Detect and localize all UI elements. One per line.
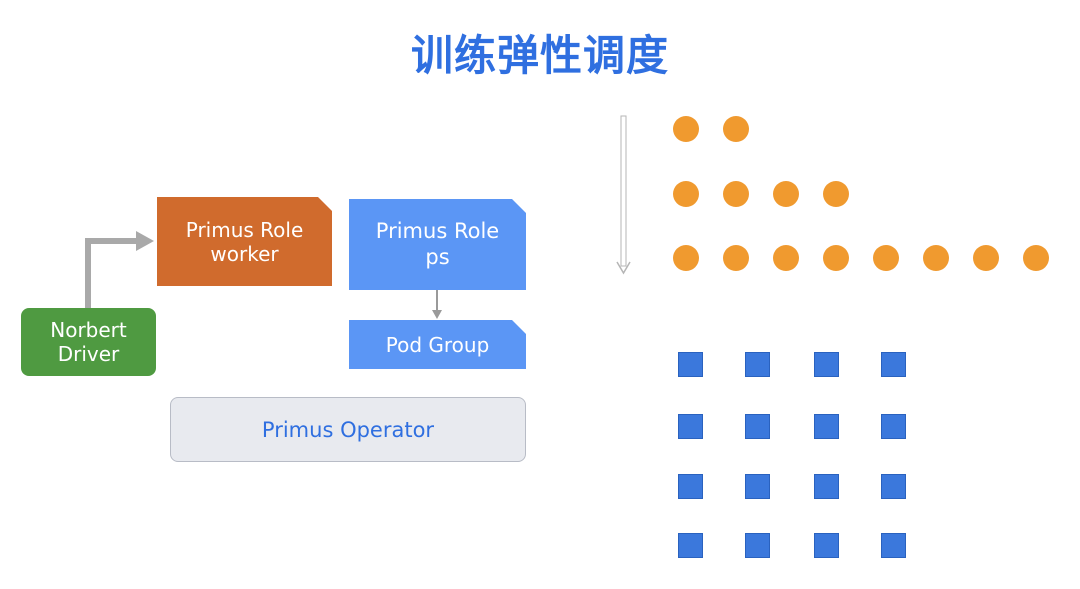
blue-square (745, 474, 770, 499)
primus-operator-box: Primus Operator (170, 397, 526, 462)
orange-circle (723, 181, 749, 207)
worker-line2: worker (210, 241, 279, 266)
blue-square (881, 533, 906, 558)
blue-square (678, 352, 703, 377)
orange-circle (773, 181, 799, 207)
operator-label: Primus Operator (261, 417, 435, 442)
norbert-driver-box: Norbert Driver (21, 308, 156, 376)
orange-circle (823, 245, 849, 271)
blue-square (881, 352, 906, 377)
blue-square (745, 352, 770, 377)
orange-circle (773, 245, 799, 271)
norbert-line2: Driver (57, 342, 120, 366)
ps-line2: ps (425, 244, 450, 269)
orange-circle (823, 181, 849, 207)
norbert-line1: Norbert (50, 318, 127, 342)
orange-circle (673, 116, 699, 142)
orange-circle (673, 181, 699, 207)
worker-line1: Primus Role (185, 217, 304, 242)
slide-title: 训练弹性调度 (410, 31, 669, 80)
orange-circle (1023, 245, 1049, 271)
orange-circle (923, 245, 949, 271)
blue-square (814, 414, 839, 439)
blue-square (814, 474, 839, 499)
blue-square (881, 414, 906, 439)
ps-line1: Primus Role (375, 219, 500, 244)
blue-square (814, 533, 839, 558)
pod-group-box: Pod Group (349, 320, 526, 369)
ps-to-podgroup-arrow (432, 290, 442, 319)
blue-square (678, 414, 703, 439)
pod-group-label: Pod Group (385, 332, 490, 357)
orange-circle (673, 245, 699, 271)
blue-square (745, 414, 770, 439)
blue-square (678, 474, 703, 499)
orange-circle (723, 245, 749, 271)
orange-circle (973, 245, 999, 271)
primus-role-worker-box: Primus Role worker (157, 197, 332, 286)
orange-circle (723, 116, 749, 142)
blue-square (678, 533, 703, 558)
primus-role-ps-box: Primus Role ps (349, 199, 526, 290)
orange-circle (873, 245, 899, 271)
blue-square (814, 352, 839, 377)
blue-square (881, 474, 906, 499)
blue-square (745, 533, 770, 558)
norbert-to-worker-arrow (85, 231, 154, 308)
timeline-down-arrow (616, 115, 631, 275)
